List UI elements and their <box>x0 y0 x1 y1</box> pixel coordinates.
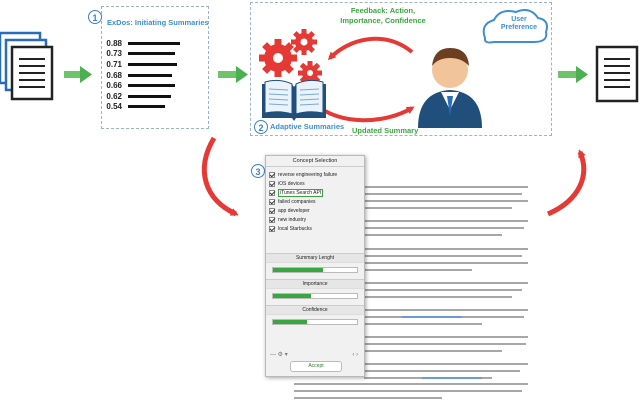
summary-document-text-left <box>292 380 532 409</box>
user-avatar-icon <box>418 48 482 128</box>
score-bar <box>128 84 175 88</box>
arrow-to-exdos <box>64 66 92 83</box>
score-value: 0.71 <box>106 59 122 69</box>
step-2-badge: 2 <box>254 120 268 134</box>
importance-slider[interactable] <box>272 293 358 299</box>
summary-length-header: Summary Lenght <box>266 253 364 263</box>
user-preference-label: User Preference <box>500 16 538 31</box>
score-bar <box>128 73 172 77</box>
score-bar <box>128 94 171 98</box>
step-1-badge: 1 <box>88 10 102 24</box>
concept-checkbox[interactable] <box>269 189 275 196</box>
score-row: 0.88 <box>96 38 180 49</box>
exdos-title: ExDos: Initiating Summaries <box>107 18 209 27</box>
score-value: 0.73 <box>106 49 122 59</box>
summary-length-slider[interactable] <box>272 267 358 273</box>
arrow-to-adaptive <box>218 66 248 83</box>
score-row: 0.71 <box>96 59 180 70</box>
score-row: 0.68 <box>96 70 180 81</box>
importance-header: Importance <box>266 279 364 289</box>
concept-item[interactable]: reverse engineering failure <box>269 170 364 179</box>
confidence-slider[interactable] <box>272 319 358 325</box>
score-bar <box>128 62 177 66</box>
concept-label: reverse engineering failure <box>278 171 338 178</box>
concept-item[interactable]: new industry <box>269 215 364 224</box>
concept-list: reverse engineering failure iOS devices … <box>266 170 364 233</box>
concept-checkbox[interactable] <box>269 216 275 223</box>
step-3-badge: 3 <box>251 164 265 178</box>
concept-label: new industry <box>278 216 307 223</box>
concept-item[interactable]: local Starbucks <box>269 224 364 233</box>
open-book-icon <box>262 79 326 121</box>
confidence-fill <box>273 320 307 324</box>
score-row: 0.62 <box>96 91 180 102</box>
concept-list-spacer <box>266 233 364 253</box>
score-bar <box>128 52 175 56</box>
user-preference-cloud-icon <box>482 9 548 44</box>
score-bar <box>128 105 165 109</box>
concept-label: local Starbucks <box>278 225 312 232</box>
to-concept-selection-arrow <box>201 136 239 217</box>
arrow-to-output <box>558 66 588 83</box>
concept-checkbox[interactable] <box>269 180 275 187</box>
concept-checkbox[interactable] <box>269 207 275 214</box>
concept-item[interactable]: iOS devices <box>269 179 364 188</box>
concept-label: iOS devices <box>278 180 305 187</box>
updated-summary-label: Updated Summary <box>352 126 419 135</box>
score-value: 0.88 <box>106 38 122 48</box>
panel-nav-arrows[interactable]: ‹ › <box>352 352 358 358</box>
score-value: 0.54 <box>106 102 122 112</box>
score-value: 0.68 <box>106 70 122 80</box>
exdos-score-list: 0.88 0.73 0.71 0.68 0.66 0.62 0.54 <box>96 38 180 112</box>
accept-button[interactable]: Accept <box>290 361 342 372</box>
concept-checkbox[interactable] <box>269 225 275 232</box>
feedback-arrow <box>327 36 414 61</box>
concept-item[interactable]: iTunes Search API <box>269 188 364 197</box>
score-row: 0.73 <box>96 49 180 60</box>
concept-label: failed companies <box>278 198 316 205</box>
summary-document-text <box>362 183 532 410</box>
confidence-header: Confidence <box>266 305 364 315</box>
exdos-box <box>101 6 209 129</box>
gears-icon <box>259 29 322 85</box>
concept-selection-panel: Concept Selection reverse engineering fa… <box>265 155 365 377</box>
score-bar <box>128 41 180 45</box>
feedback-label: Feedback: Action, Importance, Confidence <box>340 6 426 25</box>
concept-label: app developer <box>278 207 310 214</box>
adaptive-box <box>250 2 552 136</box>
summary-length-fill <box>273 268 324 272</box>
score-row: 0.54 <box>96 102 180 113</box>
concept-item[interactable]: failed companies <box>269 197 364 206</box>
output-document-icon <box>595 45 639 103</box>
to-output-arrow <box>546 149 587 217</box>
summary-text-lines <box>364 186 528 379</box>
panel-title: Concept Selection <box>266 156 364 167</box>
input-document-stack-icon <box>0 31 54 101</box>
concept-label-highlighted: iTunes Search API <box>278 188 324 197</box>
adaptive-summaries-label: Adaptive Summaries <box>270 122 345 131</box>
panel-toolbar: — ⚙ ▾ <box>270 352 288 358</box>
summary-text-lines-bottom <box>294 383 528 399</box>
score-row: 0.66 <box>96 80 180 91</box>
score-value: 0.66 <box>106 81 122 91</box>
score-value: 0.62 <box>106 91 122 101</box>
concept-checkbox[interactable] <box>269 198 275 205</box>
concept-checkbox[interactable] <box>269 171 275 178</box>
concept-item[interactable]: app developer <box>269 206 364 215</box>
importance-fill <box>273 294 311 298</box>
